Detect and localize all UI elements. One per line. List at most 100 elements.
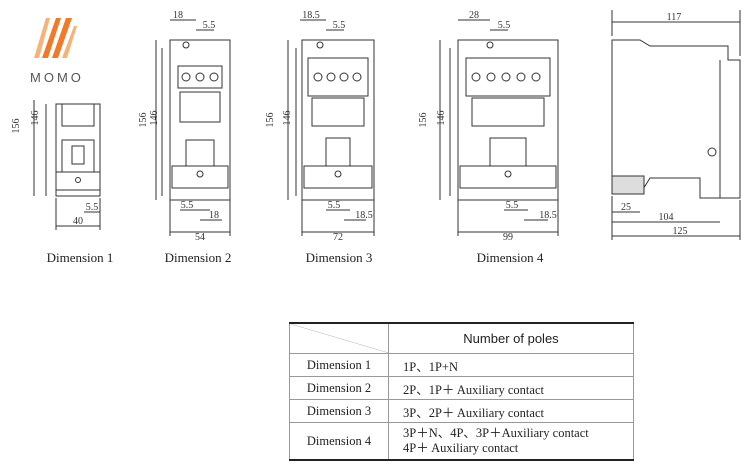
d4-width-99: 99 bbox=[503, 232, 513, 243]
logo-stroke-1 bbox=[34, 18, 50, 58]
d3-screw-4 bbox=[352, 72, 362, 82]
d3-screw-3 bbox=[339, 72, 349, 82]
d4-bottom-5-5: 5.5 bbox=[506, 200, 519, 211]
d3-top-hole bbox=[316, 41, 324, 49]
row-poles: 2P、1P＋ Auxiliary contact bbox=[388, 376, 634, 400]
caption-dimension-2: Dimension 2 bbox=[165, 250, 232, 265]
momo-logo: MOMO bbox=[30, 12, 84, 85]
d2-top-18: 18 bbox=[173, 10, 183, 21]
d3-height-156: 156 bbox=[265, 113, 276, 128]
logo-stroke-3 bbox=[52, 18, 72, 58]
side-body-outline bbox=[611, 39, 741, 199]
d4-bottom-screw bbox=[504, 170, 512, 178]
d4-top-hole bbox=[486, 41, 494, 49]
row-poles: 1P、1P+N bbox=[388, 353, 634, 377]
dimension-1-drawing bbox=[33, 100, 101, 230]
poles-table: Number of poles Dimension 1 1P、1P+N Dime… bbox=[289, 322, 634, 461]
d3-top-5-5: 5.5 bbox=[333, 20, 346, 31]
d4-screw-4 bbox=[516, 72, 526, 82]
d3-top-18-5: 18.5 bbox=[302, 10, 320, 21]
table-row: Dimension 2 2P、1P＋ Auxiliary contact bbox=[289, 376, 634, 400]
d3-screw-2 bbox=[326, 72, 336, 82]
side-toggle bbox=[707, 147, 717, 157]
d4-top-5-5: 5.5 bbox=[498, 20, 511, 31]
d3-bottom-5-5: 5.5 bbox=[328, 200, 341, 211]
d4-bottom-18-5: 18.5 bbox=[539, 210, 557, 221]
row-poles-line-1: 3P＋N、4P、3P＋Auxiliary contact bbox=[403, 426, 589, 440]
caption-dimension-4: Dimension 4 bbox=[477, 250, 544, 265]
d1-width-40: 40 bbox=[73, 216, 83, 227]
side-104: 104 bbox=[659, 212, 674, 223]
d2-height-146: 146 bbox=[149, 111, 160, 126]
d1-window bbox=[61, 103, 95, 127]
table-row: Dimension 1 1P、1P+N bbox=[289, 353, 634, 377]
d4-terminal-top bbox=[465, 57, 551, 97]
d3-terminal-bottom bbox=[303, 165, 373, 189]
logo-stroke-2 bbox=[42, 18, 61, 58]
d3-bottom-18-5: 18.5 bbox=[355, 210, 373, 221]
d4-screw-2 bbox=[486, 72, 496, 82]
row-dimension-name: Dimension 4 bbox=[289, 422, 389, 461]
row-dimension-name: Dimension 1 bbox=[289, 353, 389, 377]
d4-window bbox=[471, 97, 545, 127]
d4-height-146: 146 bbox=[436, 111, 447, 126]
side-25: 25 bbox=[621, 202, 631, 213]
d4-screw-3 bbox=[501, 72, 511, 82]
d2-bottom-screw bbox=[196, 170, 204, 178]
row-poles-line-2: 4P＋ Auxiliary contact bbox=[403, 441, 519, 455]
d2-top-hole bbox=[182, 41, 190, 49]
d2-bottom-18: 18 bbox=[209, 210, 219, 221]
d1-screw bbox=[75, 177, 81, 183]
d1-lever bbox=[71, 145, 85, 165]
d4-screw-5 bbox=[531, 72, 541, 82]
table-header-poles: Number of poles bbox=[388, 322, 634, 354]
row-poles: 3P、2P＋ Auxiliary contact bbox=[388, 399, 634, 423]
d1-height-156: 156 bbox=[11, 119, 22, 134]
table-corner-cell bbox=[289, 322, 389, 354]
d2-height-156: 156 bbox=[138, 113, 149, 128]
d2-screw-1 bbox=[181, 72, 191, 82]
logo-text: MOMO bbox=[30, 70, 84, 85]
d3-window bbox=[311, 97, 365, 127]
d3-body bbox=[301, 39, 375, 201]
row-poles: 3P＋N、4P、3P＋Auxiliary contact 4P＋ Auxilia… bbox=[388, 422, 634, 461]
d3-lever-block bbox=[325, 137, 351, 167]
dimension-3-drawing bbox=[287, 19, 375, 236]
d1-side-5-5: 5.5 bbox=[86, 202, 99, 213]
side-125: 125 bbox=[673, 226, 688, 237]
table-row: Dimension 4 3P＋N、4P、3P＋Auxiliary contact… bbox=[289, 422, 634, 461]
d1-terminal bbox=[61, 139, 95, 173]
row-dimension-name: Dimension 3 bbox=[289, 399, 389, 423]
dimension-4-drawing bbox=[439, 19, 559, 236]
d4-screw-1 bbox=[471, 72, 481, 82]
d2-top-5-5: 5.5 bbox=[203, 20, 216, 31]
d4-lever-block bbox=[489, 137, 527, 167]
row-dimension-name: Dimension 2 bbox=[289, 376, 389, 400]
d3-height-146: 146 bbox=[282, 111, 293, 126]
side-din-clip bbox=[611, 175, 645, 195]
d3-bottom-screw bbox=[334, 170, 342, 178]
d2-body bbox=[169, 39, 231, 201]
d2-terminal-bottom bbox=[171, 165, 229, 189]
d2-terminal-top bbox=[177, 65, 223, 89]
d4-top-28: 28 bbox=[469, 10, 479, 21]
d1-height-146: 146 bbox=[30, 111, 41, 126]
table-header-row: Number of poles bbox=[289, 322, 634, 354]
d1-clip bbox=[55, 171, 101, 191]
d4-body bbox=[457, 39, 559, 201]
d4-terminal-bottom bbox=[459, 165, 557, 189]
d3-width-72: 72 bbox=[333, 232, 343, 243]
d2-lever-block bbox=[185, 139, 215, 167]
d2-bottom-5-5: 5.5 bbox=[181, 200, 194, 211]
d2-width-54: 54 bbox=[195, 232, 205, 243]
side-view-drawing bbox=[611, 10, 741, 240]
table-row: Dimension 3 3P、2P＋ Auxiliary contact bbox=[289, 399, 634, 423]
d2-screw-2 bbox=[195, 72, 205, 82]
d3-terminal-top bbox=[307, 57, 369, 97]
side-depth-117: 117 bbox=[667, 12, 682, 23]
caption-dimension-3: Dimension 3 bbox=[306, 250, 373, 265]
d4-height-156: 156 bbox=[418, 113, 429, 128]
dimension-2-drawing bbox=[155, 19, 231, 236]
caption-dimension-1: Dimension 1 bbox=[47, 250, 114, 265]
